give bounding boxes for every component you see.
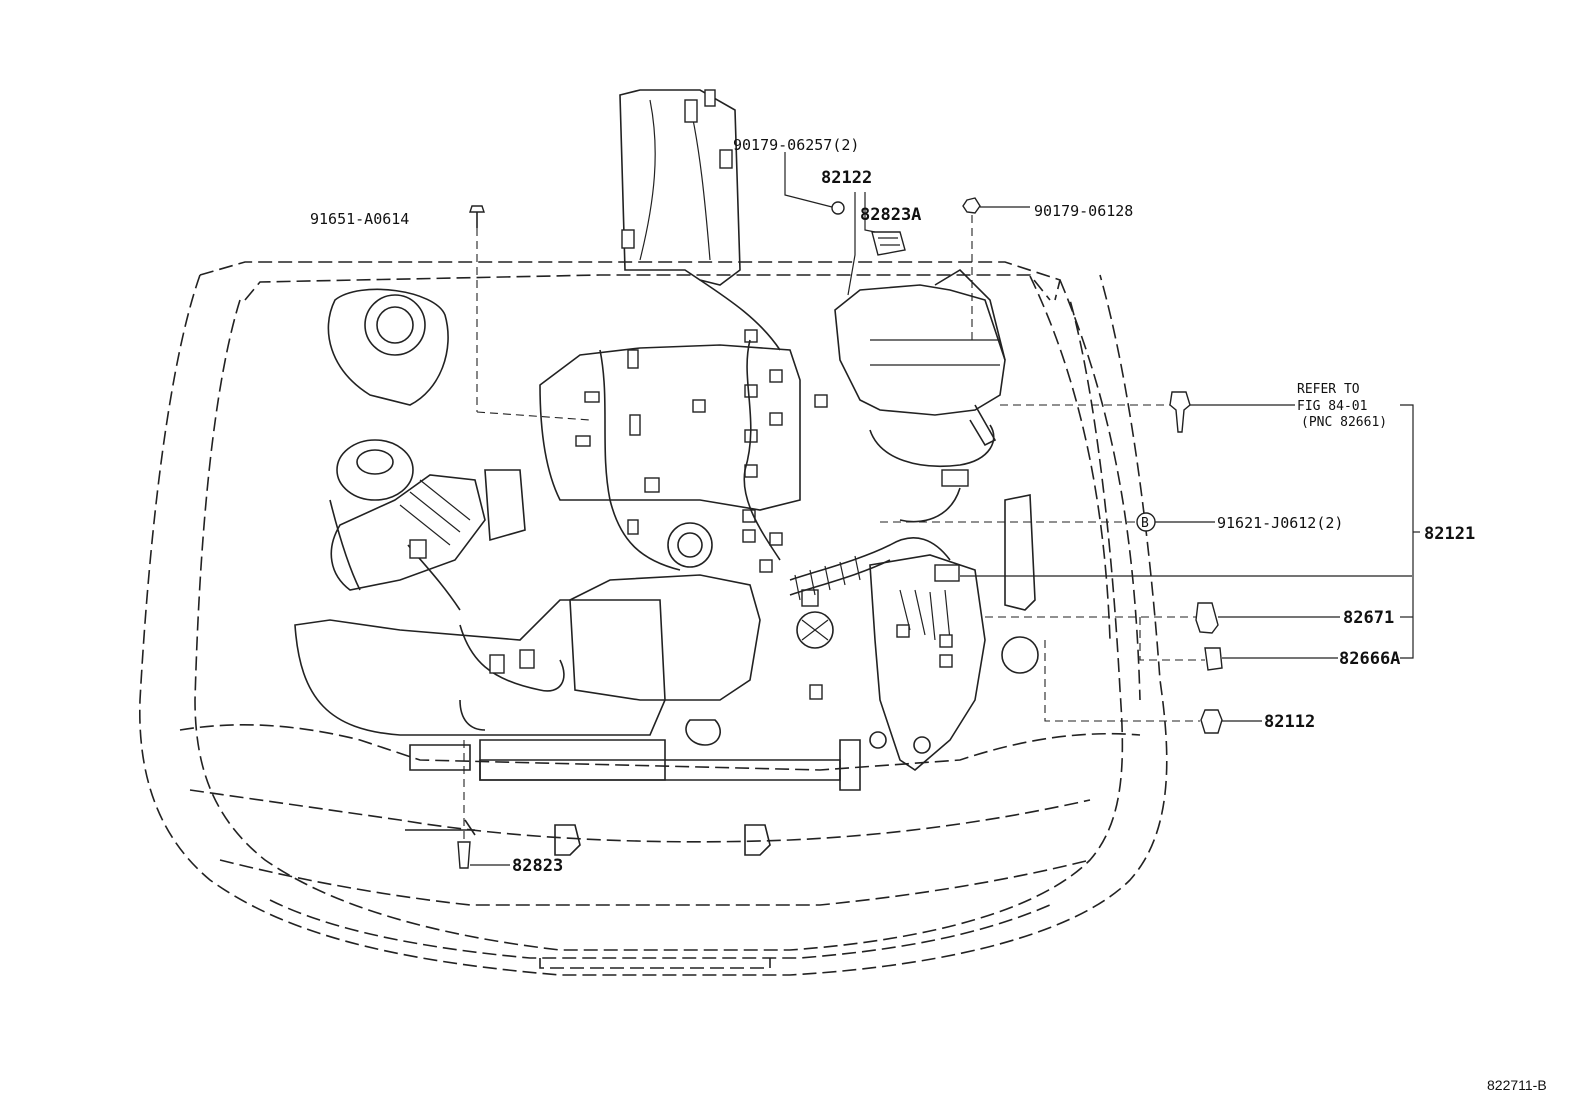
label-82823a: 82823A: [860, 205, 921, 225]
fastener-parts: [457, 197, 1223, 869]
leader-lines: [463, 152, 1420, 866]
label-82666a: 82666A: [1339, 649, 1400, 669]
vehicle-body-outline: [138, 261, 1168, 976]
label-82112: 82112: [1264, 712, 1315, 732]
illustration-code: 822711-B: [1487, 1077, 1547, 1093]
clip-82823a: [871, 231, 906, 256]
label-82823: 82823: [512, 856, 563, 876]
label-refer-to: REFER TO: [1297, 382, 1360, 397]
label-90179-06257: 90179-06257(2): [733, 136, 859, 154]
label-90179-06128: 90179-06128: [1034, 202, 1133, 220]
part-labels: 90179-06257(2) 82122 82823A 90179-06128 …: [310, 136, 1475, 876]
grommet-82823: [457, 841, 471, 869]
marker-b-circle: [1136, 512, 1156, 532]
label-fig-84-01: FIG 84-01: [1297, 399, 1367, 414]
label-91651-a0614: 91651-A0614: [310, 210, 409, 228]
label-82122: 82122: [821, 168, 872, 188]
nut-90179-06257: [831, 201, 845, 215]
cover-82112: [1200, 709, 1223, 734]
label-pnc-82661: (PNC 82661): [1301, 415, 1387, 430]
label-82121: 82121: [1424, 524, 1475, 544]
label-82671: 82671: [1343, 608, 1394, 628]
bolt-91651-a0614: [469, 205, 485, 213]
marker-b: B: [1141, 516, 1149, 531]
label-91621-j0612: 91621-J0612(2): [1217, 514, 1343, 532]
engine-bay-components: [294, 89, 1039, 856]
bracket-82671: [1195, 602, 1219, 634]
clip-82661: [1169, 391, 1191, 433]
clamp-82666a: [1204, 647, 1223, 671]
nut-90179-06128: [962, 197, 981, 214]
